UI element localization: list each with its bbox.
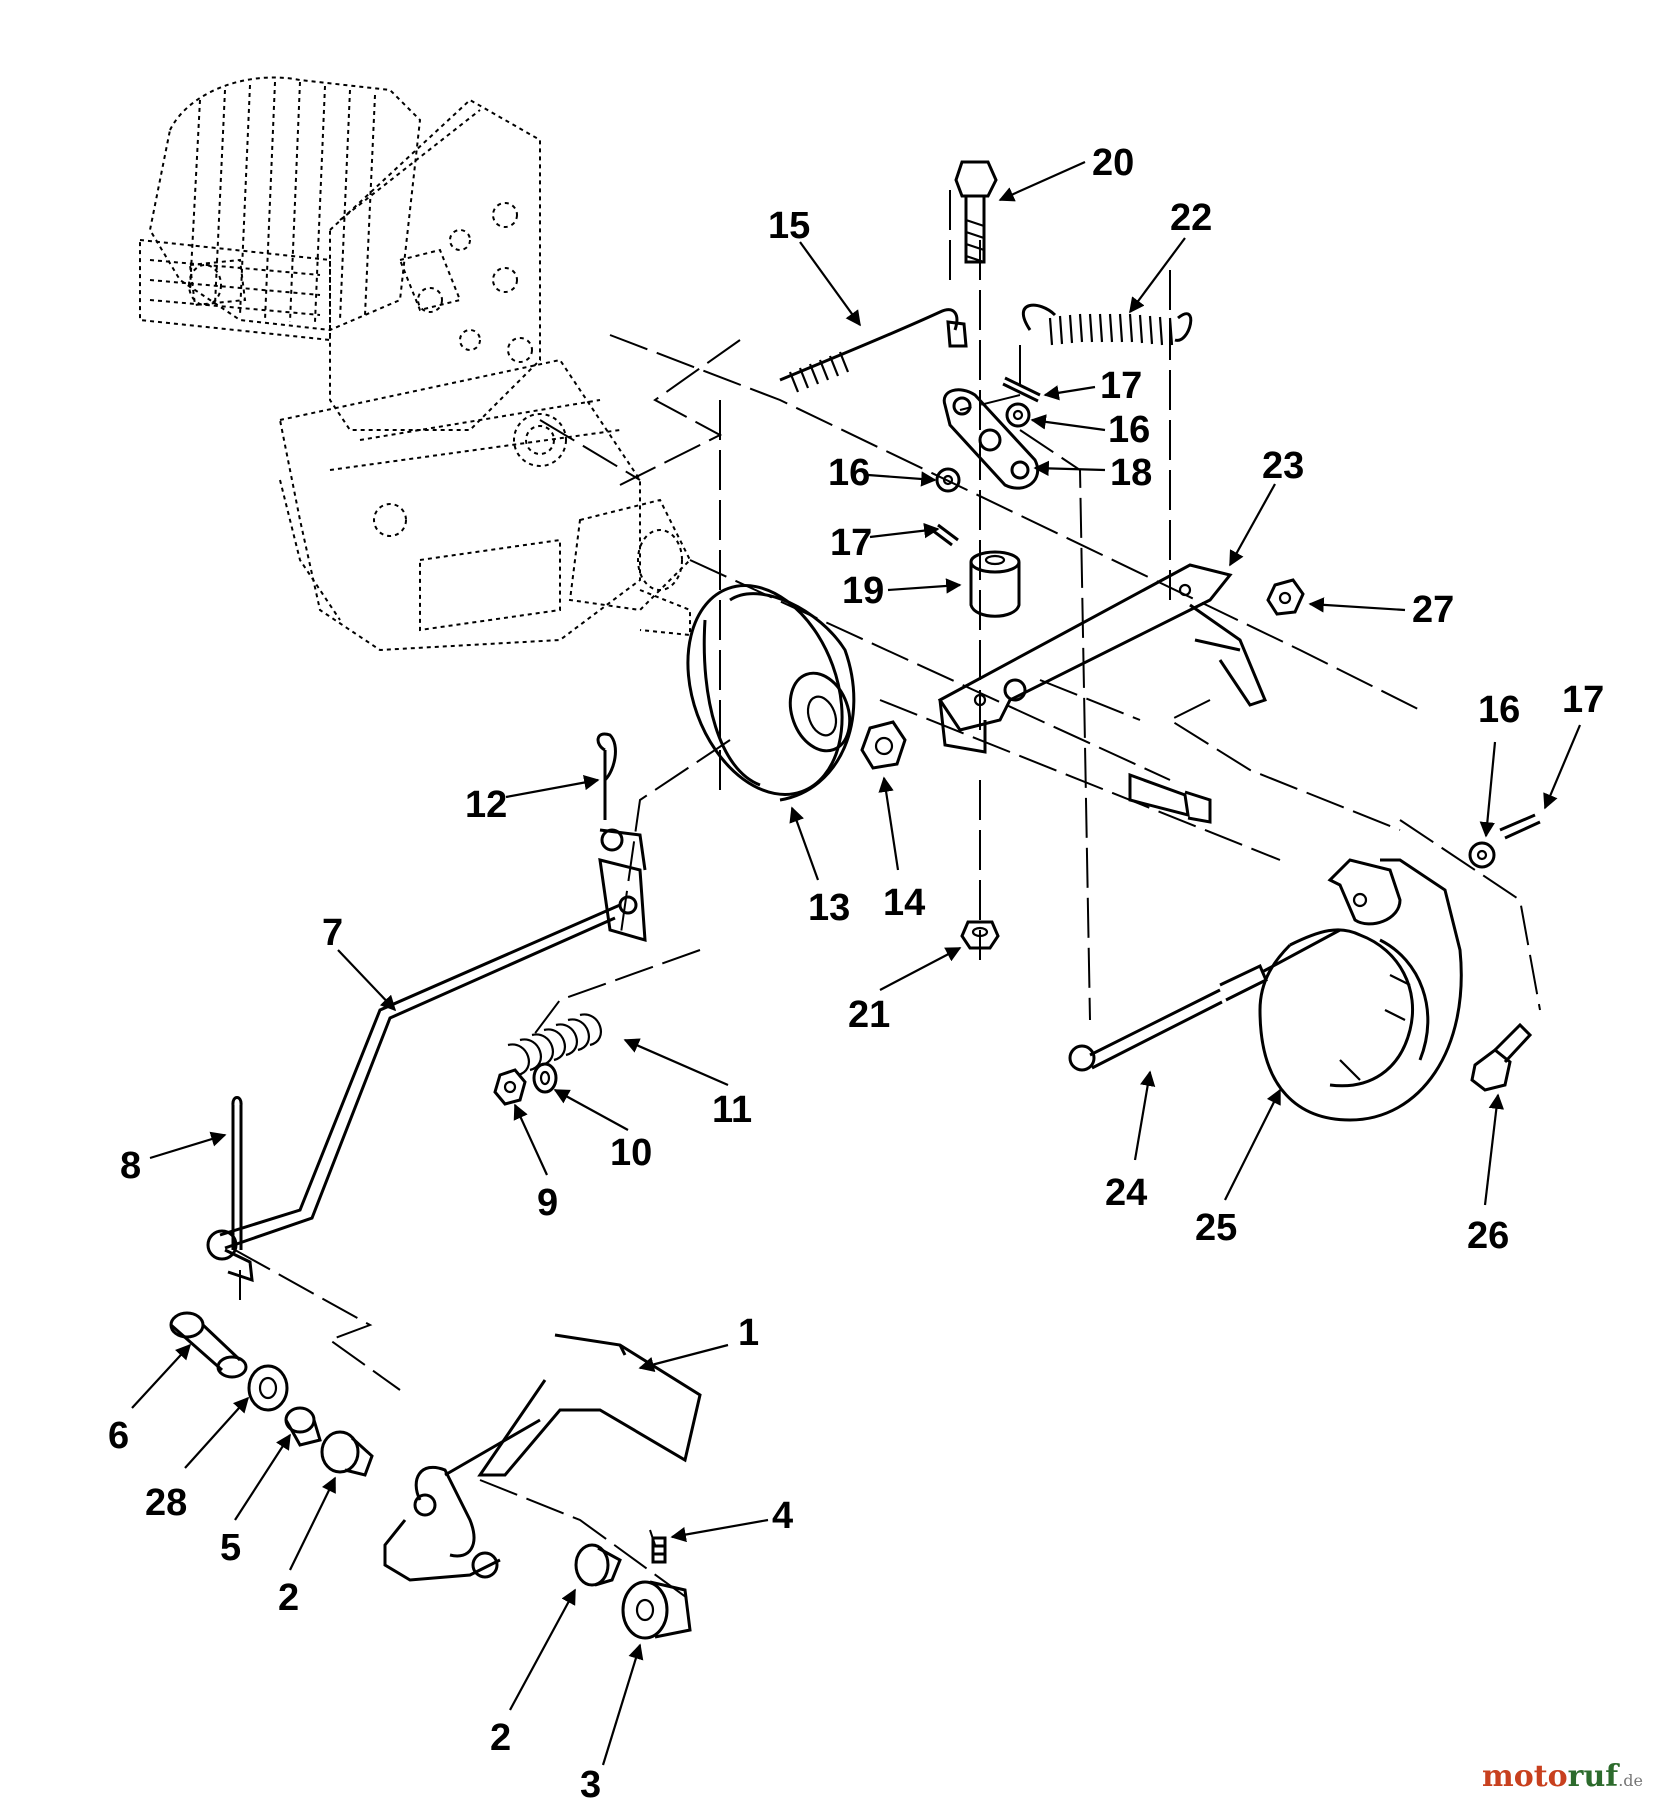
part-11-spring xyxy=(507,1013,602,1077)
part-5-bushing xyxy=(284,1406,322,1447)
part-15-rod xyxy=(779,308,968,393)
callout-5: 5 xyxy=(220,1527,241,1569)
callout-25: 25 xyxy=(1195,1207,1237,1249)
part-19-spacer xyxy=(969,550,1021,618)
part-14-nut xyxy=(860,720,907,770)
part-8-cotter-pin xyxy=(231,1096,243,1250)
callout-2-upper: 2 xyxy=(278,1577,299,1619)
callout-labels: 1 2 2 3 4 5 6 7 8 9 10 11 12 13 14 15 16… xyxy=(108,142,1604,1800)
part-6-sleeve xyxy=(169,1311,248,1379)
part-4-set-screw xyxy=(651,1536,667,1564)
part-3-collar xyxy=(621,1580,692,1640)
callout-11: 11 xyxy=(712,1089,752,1131)
part-7-rod xyxy=(206,828,647,1283)
callout-14: 14 xyxy=(883,882,925,924)
callout-7: 7 xyxy=(322,912,343,954)
part-26-bolt xyxy=(1470,1022,1533,1092)
callout-17-upper: 17 xyxy=(1100,365,1142,407)
callout-2-lower: 2 xyxy=(490,1717,511,1759)
callout-17-right: 17 xyxy=(1562,679,1604,721)
part-17-cotter-pin-right xyxy=(1499,813,1541,840)
callout-18: 18 xyxy=(1110,452,1152,494)
callout-17-mid: 17 xyxy=(830,522,872,564)
part-22-spring xyxy=(1021,303,1193,346)
part-16-washer-upper xyxy=(1005,402,1031,428)
part-25-brake-band xyxy=(1258,858,1463,1122)
callout-12: 12 xyxy=(465,784,507,826)
callout-10: 10 xyxy=(610,1132,652,1174)
part-18-link-plate xyxy=(942,388,1040,490)
leader-lines xyxy=(131,160,1582,1766)
transaxle-outline xyxy=(139,76,692,652)
callout-9: 9 xyxy=(537,1182,558,1224)
part-13-drum xyxy=(686,584,856,802)
part-21-flange-nut xyxy=(960,920,1000,950)
callout-16-mid: 16 xyxy=(828,452,870,494)
callout-28: 28 xyxy=(145,1482,187,1524)
callout-19: 19 xyxy=(842,570,884,612)
callout-4: 4 xyxy=(772,1495,793,1537)
bracket-bolt xyxy=(1128,772,1212,824)
callout-20: 20 xyxy=(1092,142,1134,184)
callout-13: 13 xyxy=(808,887,850,929)
callout-16-right: 16 xyxy=(1478,689,1520,731)
part-12-hair-pin xyxy=(596,732,617,820)
part-28-washer xyxy=(247,1364,289,1412)
part-16-washer-right xyxy=(1468,841,1496,869)
part-2-bushing-upper xyxy=(320,1430,374,1477)
callout-26: 26 xyxy=(1467,1215,1509,1257)
callout-27: 27 xyxy=(1412,589,1454,631)
part-10-washer xyxy=(532,1062,558,1094)
part-2-bushing-lower xyxy=(574,1543,622,1587)
part-23-bracket xyxy=(937,563,1268,754)
callout-23: 23 xyxy=(1262,445,1304,487)
callout-15: 15 xyxy=(768,205,810,247)
callout-1: 1 xyxy=(738,1312,759,1354)
callout-6: 6 xyxy=(108,1415,129,1457)
part-24-brake-rod xyxy=(1068,928,1341,1072)
part-9-nut xyxy=(493,1068,527,1106)
part-27-nut xyxy=(1266,578,1305,616)
watermark-logo: motoruf.de xyxy=(1482,1759,1643,1794)
callout-21: 21 xyxy=(848,994,890,1036)
part-17-cotter-pin-mid xyxy=(931,523,959,547)
part-17-cotter-pin-upper xyxy=(1002,376,1041,403)
callout-3: 3 xyxy=(580,1764,601,1800)
callout-24: 24 xyxy=(1105,1172,1147,1214)
callout-8: 8 xyxy=(120,1145,141,1187)
part-20-bolt xyxy=(954,160,998,264)
callout-16-upper: 16 xyxy=(1108,409,1150,451)
part-16-washer-mid xyxy=(935,467,961,493)
callout-22: 22 xyxy=(1170,197,1212,239)
